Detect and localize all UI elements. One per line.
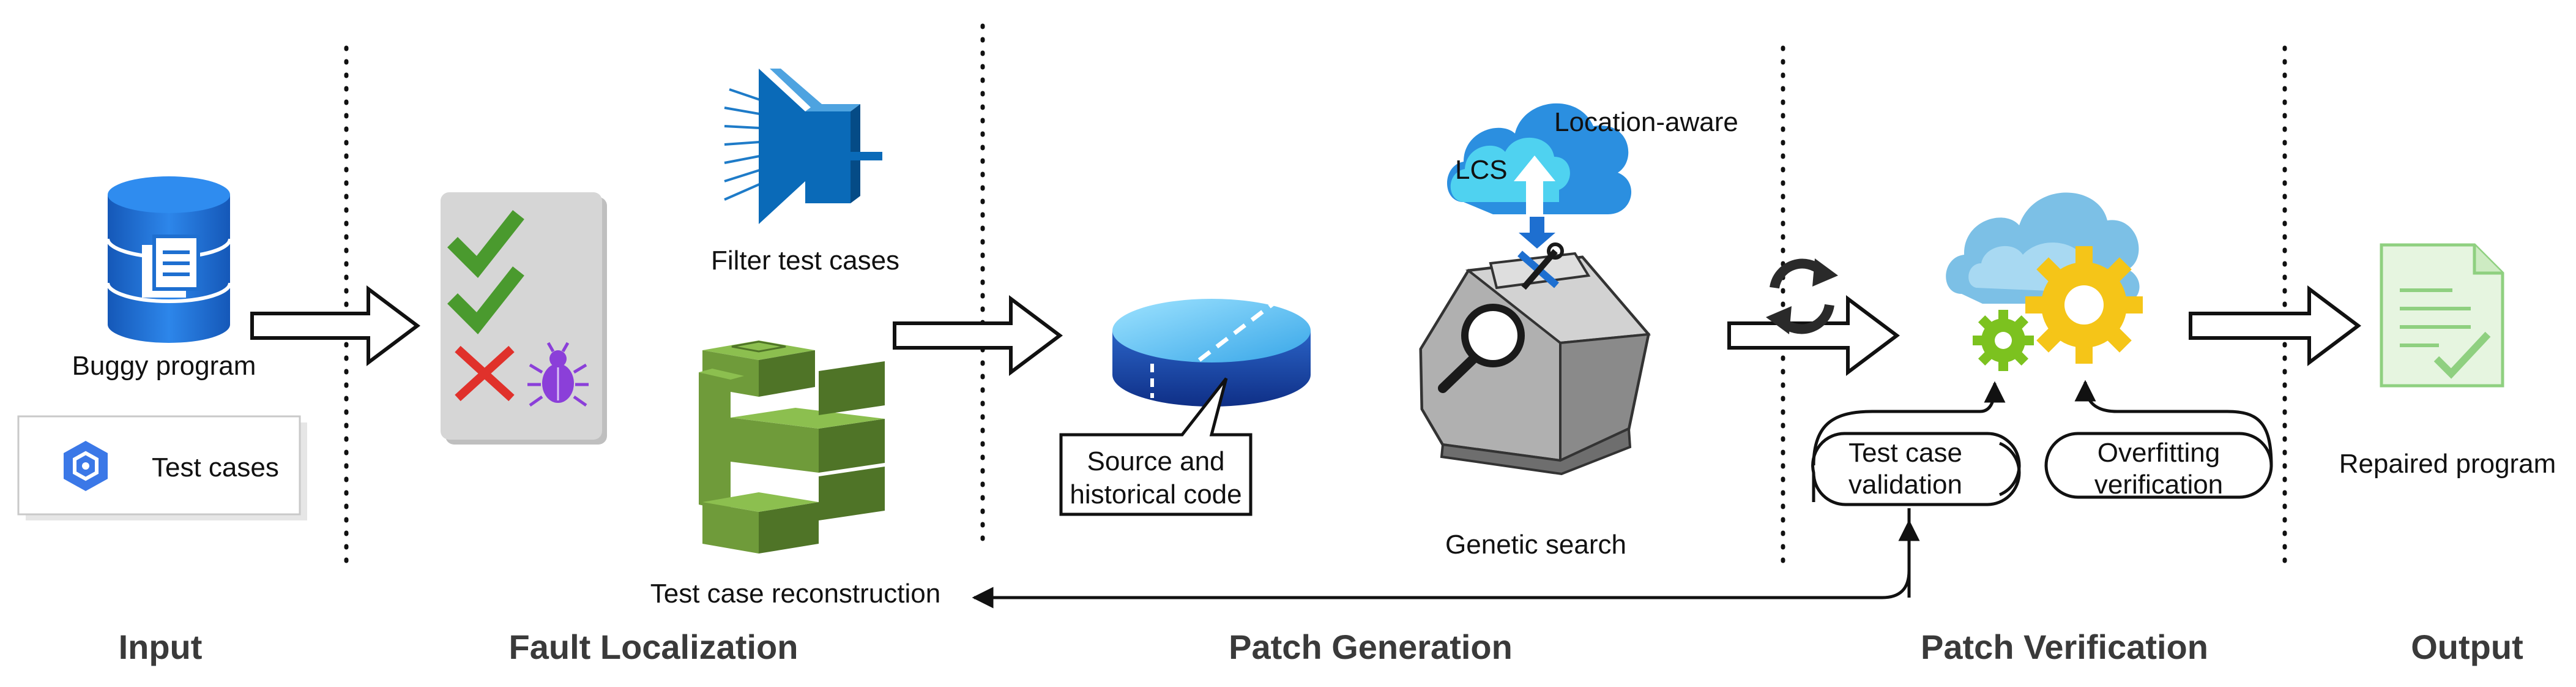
fault-checklist-panel bbox=[441, 192, 607, 445]
aws-block-mid bbox=[731, 408, 885, 473]
aws-block-right bbox=[819, 361, 885, 520]
filter-test-cases-label: Filter test cases bbox=[711, 246, 899, 276]
location-aware-label: Location-aware bbox=[1554, 107, 1738, 137]
genetic-search-label: Genetic search bbox=[1445, 530, 1626, 560]
source-code-callout: Source and historical code bbox=[1059, 377, 1253, 516]
yellow-gear-icon bbox=[2025, 246, 2143, 364]
stage-label-patch-verification: Patch Verification bbox=[1921, 628, 2208, 666]
overfitting-line2-label: verification bbox=[2094, 470, 2223, 500]
overfitting-line1-label: Overfitting bbox=[2098, 438, 2220, 468]
buggy-program-label: Buggy program bbox=[72, 351, 256, 381]
genetic-search-machine-icon bbox=[1419, 242, 1651, 476]
wrench-screwdriver-icon bbox=[1517, 242, 1564, 290]
test-cases-hexagon-icon bbox=[64, 441, 108, 491]
cross-icon bbox=[455, 345, 515, 402]
filter-test-cases-icon bbox=[724, 69, 882, 224]
check-icon-1 bbox=[447, 210, 524, 279]
aws-block-bottom bbox=[702, 492, 819, 554]
bug-icon bbox=[527, 342, 589, 407]
hollow-arrows bbox=[250, 285, 2361, 376]
test-cases-card: Test cases bbox=[17, 415, 307, 520]
test-cases-label: Test cases bbox=[152, 452, 279, 482]
source-line1-label: Source and bbox=[1087, 446, 1224, 476]
refresh-cycle-icon bbox=[1766, 258, 1838, 334]
check-icon-2 bbox=[447, 266, 524, 335]
stage-label-fault-localization: Fault Localization bbox=[509, 628, 798, 666]
arrow-verification-to-output bbox=[2189, 285, 2361, 366]
lcs-label: LCS bbox=[1455, 155, 1508, 185]
location-aware-cloud-icon bbox=[1447, 103, 1632, 249]
source-code-disk-icon bbox=[1112, 299, 1311, 407]
test-case-reconstruction-label: Test case reconstruction bbox=[650, 579, 940, 609]
validation-line2-label: validation bbox=[1848, 470, 1962, 500]
stage-label-output: Output bbox=[2411, 628, 2523, 666]
arrow-generation-to-verification bbox=[1727, 295, 1900, 376]
stage-separators bbox=[344, 23, 2287, 567]
stage-label-patch-generation: Patch Generation bbox=[1229, 628, 1513, 666]
cloud-gears-icon bbox=[1946, 192, 2143, 371]
overfitting-verification-node: Overfitting verification bbox=[2044, 380, 2273, 500]
test-case-reconstruction-icon bbox=[699, 340, 885, 554]
magnifier-icon bbox=[1438, 304, 1525, 393]
arrow-input-to-fault bbox=[250, 285, 420, 366]
buggy-program-database-icon bbox=[106, 176, 232, 343]
stage-label-input: Input bbox=[119, 628, 203, 666]
green-gear-icon bbox=[1973, 310, 2034, 371]
source-line2-label: historical code bbox=[1070, 479, 1241, 509]
validation-line1-label: Test case bbox=[1848, 438, 1962, 468]
test-case-validation-node: Test case validation bbox=[1811, 381, 2021, 506]
repaired-program-label: Repaired program bbox=[2339, 449, 2556, 479]
arrow-fault-to-generation bbox=[893, 295, 1063, 376]
feedback-arrow-to-reconstruction bbox=[972, 508, 1911, 609]
repaired-program-document-icon bbox=[2380, 243, 2504, 388]
